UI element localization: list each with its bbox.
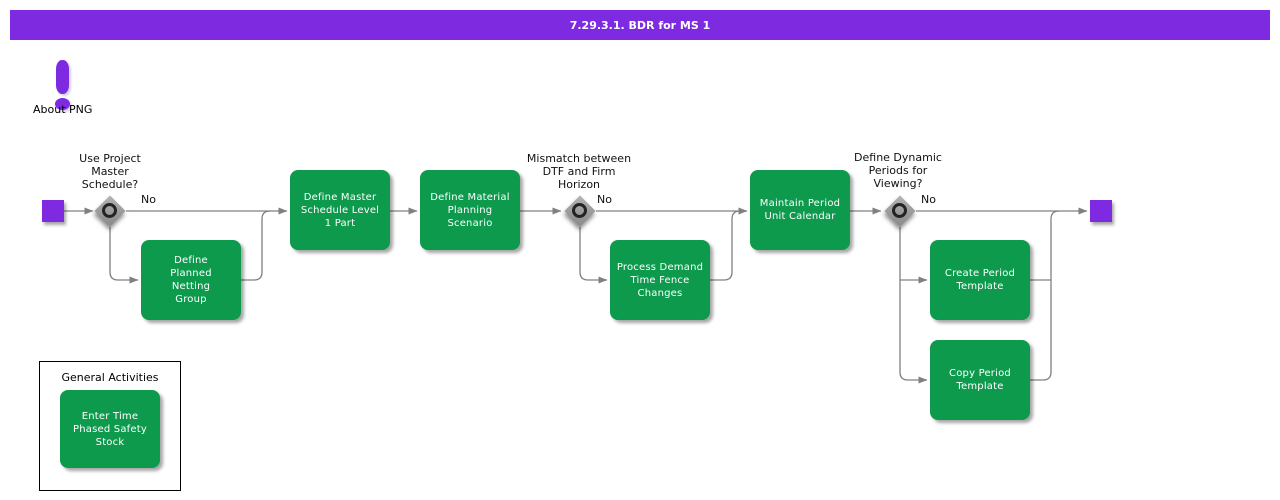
activity-process-demand-time-fence-changes[interactable]: Process Demand Time Fence Changes [610, 240, 710, 320]
decision-ring-icon [102, 203, 117, 218]
exclamation-icon-dot[interactable] [55, 98, 70, 110]
about-png-label: About PNG [33, 103, 93, 116]
exclamation-icon[interactable] [56, 60, 69, 94]
activity-copy-period-template[interactable]: Copy Period Template [930, 340, 1030, 420]
activity-define-material-planning-scenario[interactable]: Define Material Planning Scenario [420, 170, 520, 250]
activity-enter-time-phased-safety-stock[interactable]: Enter Time Phased Safety Stock [60, 390, 160, 468]
branch-no-label: No [921, 193, 936, 206]
general-activities-title: General Activities [61, 371, 159, 384]
start-node [42, 200, 64, 222]
activity-define-master-schedule-level-1-part[interactable]: Define Master Schedule Level 1 Part [290, 170, 390, 250]
decision-question-label: Define Dynamic Periods for Viewing? [854, 151, 942, 190]
decision-question-label: Use Project Master Schedule? [79, 152, 141, 191]
branch-no-label: No [597, 193, 612, 206]
title-bar: 7.29.3.1. BDR for MS 1 [10, 10, 1270, 40]
decision-ring-icon [892, 203, 907, 218]
decision-ring-icon [572, 203, 587, 218]
end-node [1090, 200, 1112, 222]
branch-no-label: No [141, 193, 156, 206]
activity-maintain-period-unit-calendar[interactable]: Maintain Period Unit Calendar [750, 170, 850, 250]
decision-question-label: Mismatch between DTF and Firm Horizon [526, 152, 632, 191]
activity-create-period-template[interactable]: Create Period Template [930, 240, 1030, 320]
activity-define-planned-netting-group[interactable]: Define Planned Netting Group [141, 240, 241, 320]
